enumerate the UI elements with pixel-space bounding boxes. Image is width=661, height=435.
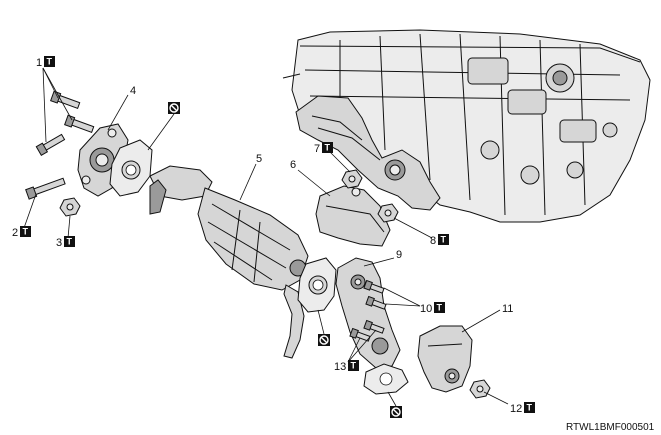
egr-pipe-9 xyxy=(335,257,401,369)
bolt-12 xyxy=(469,379,491,399)
nut-3 xyxy=(59,197,81,217)
callout-8: 8 T xyxy=(430,234,449,247)
callout-label: 1 xyxy=(36,57,42,69)
callout-label: 5 xyxy=(256,153,262,165)
egr-cooler-5 xyxy=(149,165,309,359)
bolt-group-1 xyxy=(35,90,95,157)
callout-5: 5 xyxy=(256,153,262,165)
svg-text:T: T xyxy=(527,403,533,413)
nut-8 xyxy=(377,203,399,223)
gasket-lower xyxy=(363,363,409,395)
leader-lines xyxy=(23,67,509,407)
torque-badge-icon xyxy=(524,402,535,413)
callout-2: 2 T xyxy=(12,226,31,239)
callout-label: 11 xyxy=(502,303,513,315)
svg-text:T: T xyxy=(23,227,29,237)
svg-text:T: T xyxy=(441,235,447,245)
callout-9: 9 xyxy=(396,249,402,261)
callout-10: 10 T xyxy=(420,302,445,315)
gasket-upper xyxy=(109,139,153,197)
torque-badge-icon xyxy=(434,302,445,313)
torque-badge-icon xyxy=(64,236,75,247)
callout-label: 2 xyxy=(12,227,18,239)
nut-7 xyxy=(341,169,363,189)
svg-text:T: T xyxy=(351,361,357,371)
svg-text:T: T xyxy=(67,237,73,247)
callout-label: 10 xyxy=(420,303,432,315)
callout-11: 11 xyxy=(502,303,513,315)
no-reuse-icon xyxy=(318,334,330,346)
callout-3: 3 T xyxy=(56,236,75,249)
callout-7: 7 T xyxy=(314,142,333,155)
callout-label: 7 xyxy=(314,143,320,155)
callout-label: 6 xyxy=(290,159,296,171)
bolt-2 xyxy=(25,177,66,200)
callout-label: 4 xyxy=(130,85,136,97)
callout-4: 4 xyxy=(130,85,136,97)
callout-label: 8 xyxy=(430,235,436,247)
gasket-center xyxy=(297,257,337,313)
bolt-group-13 xyxy=(349,319,385,342)
callout-label: 3 xyxy=(56,237,62,249)
no-reuse-icon xyxy=(390,406,402,418)
svg-text:T: T xyxy=(47,57,53,67)
torque-badge-icon xyxy=(44,56,55,67)
figure-reference-code: RTWL1BMF000501 xyxy=(566,422,655,433)
callout-label: 12 xyxy=(510,403,522,415)
heat-shield-6 xyxy=(315,185,391,247)
callout-12: 12 T xyxy=(510,402,535,415)
callout-label: 9 xyxy=(396,249,402,261)
callout-6: 6 xyxy=(290,159,296,171)
svg-text:T: T xyxy=(325,143,331,153)
torque-badge-icon xyxy=(348,360,359,371)
svg-text:T: T xyxy=(437,303,443,313)
no-reuse-icon xyxy=(168,102,180,114)
torque-badge-icon xyxy=(438,234,449,245)
callout-label: 13 xyxy=(334,361,346,373)
torque-badge-icon xyxy=(322,142,333,153)
engine-cylinder-head xyxy=(282,29,651,223)
callout-1: 1 T xyxy=(36,56,55,69)
bracket-11 xyxy=(417,325,473,393)
callout-13: 13 T xyxy=(334,360,359,373)
torque-badge-icon xyxy=(20,226,31,237)
bolt-group-10 xyxy=(363,279,387,310)
